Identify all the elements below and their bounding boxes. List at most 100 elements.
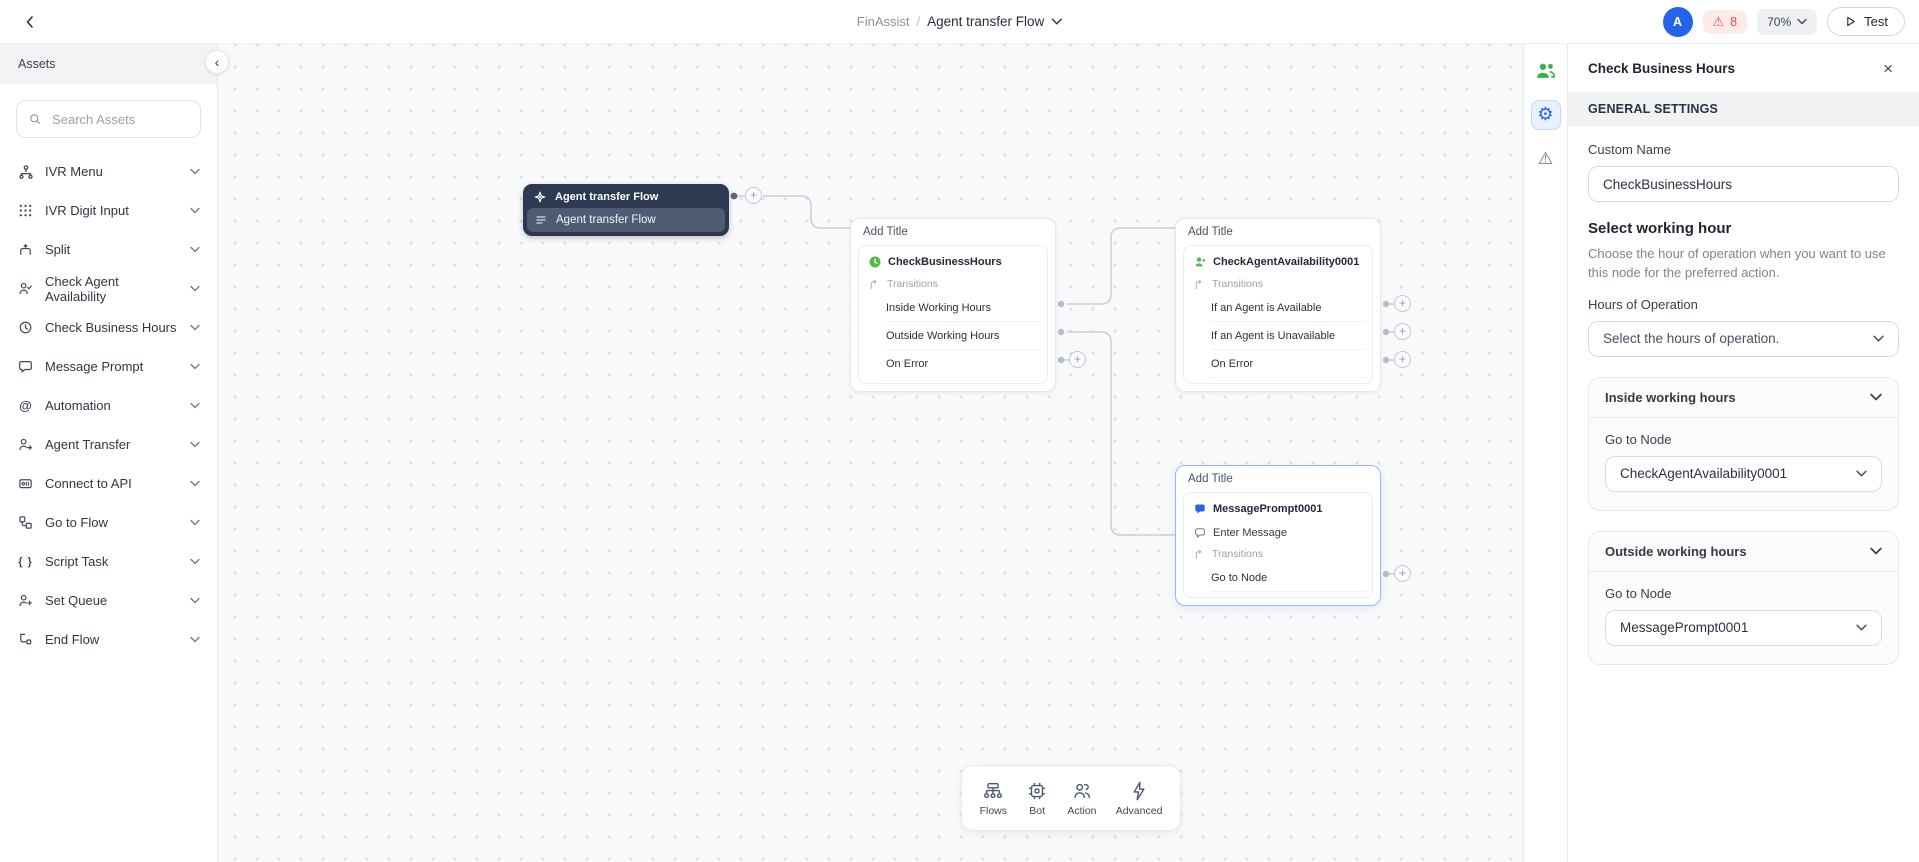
sidebar-item-message-prompt[interactable]: Message Prompt xyxy=(0,347,217,386)
settings-button[interactable]: ⚙ xyxy=(1530,100,1561,130)
api-icon xyxy=(17,476,34,491)
custom-name-label: Custom Name xyxy=(1588,142,1672,157)
sidebar-item-connect-to-api[interactable]: Connect to API xyxy=(0,464,217,503)
sidebar-item-label: IVR Digit Input xyxy=(45,203,129,218)
chevron-down-icon xyxy=(1870,547,1882,555)
transition-row[interactable]: On Error xyxy=(1184,350,1372,378)
toolbar-bot[interactable]: Bot xyxy=(1026,780,1048,817)
sidebar-item-ivr-menu[interactable]: IVR Menu xyxy=(0,152,217,191)
add-node-button[interactable]: + xyxy=(1394,323,1411,340)
start-node-flow-row[interactable]: Agent transfer Flow xyxy=(527,208,725,232)
accordion-header[interactable]: Inside working hours xyxy=(1589,378,1898,418)
sidebar-item-check-business-hours[interactable]: Check Business Hours xyxy=(0,308,217,347)
advanced-icon xyxy=(1133,781,1145,800)
warning-icon: ⚠ xyxy=(1712,14,1725,29)
toolbar-flows[interactable]: Flows xyxy=(980,780,1007,817)
sidebar-item-end-flow[interactable]: End Flow xyxy=(0,620,217,659)
add-node-button[interactable]: + xyxy=(1394,351,1411,368)
sidebar-item-label: Agent Transfer xyxy=(45,437,131,452)
sidebar-item-label: End Flow xyxy=(45,632,100,647)
node-name: CheckBusinessHours xyxy=(888,255,1002,268)
goto-node-select[interactable]: CheckAgentAvailability0001 xyxy=(1605,455,1882,492)
add-node-button[interactable]: + xyxy=(1069,351,1086,368)
sidebar-item-label: Split xyxy=(45,242,71,257)
collaborators-button[interactable] xyxy=(1531,56,1561,86)
enter-message-row[interactable]: Enter Message xyxy=(1184,521,1372,544)
toolbar-advanced[interactable]: Advanced xyxy=(1116,780,1162,817)
start-node-subtitle: Agent transfer Flow xyxy=(556,214,656,226)
sidebar-item-ivr-digit-input[interactable]: IVR Digit Input xyxy=(0,191,217,230)
settings-gear-icon: ⚙ xyxy=(1537,104,1554,125)
toolbar-label: Action xyxy=(1067,804,1097,817)
sidebar-item-check-agent-availability[interactable]: Check Agent Availability xyxy=(0,269,217,308)
sidebar-item-set-queue[interactable]: Set Queue xyxy=(0,581,217,620)
automation-icon: @ xyxy=(19,398,32,413)
settings-panel: Check Business Hours × GENERAL SETTINGS … xyxy=(1567,44,1919,862)
transitions-icon xyxy=(870,279,877,289)
asset-list: IVR Menu IVR Digit Input Split Check Age… xyxy=(0,152,217,659)
accordion-inside-working-hours: Inside working hours Go to Node CheckAge… xyxy=(1588,376,1899,511)
sidebar-item-script-task[interactable]: { } Script Task xyxy=(0,542,217,581)
goto-node-value: CheckAgentAvailability0001 xyxy=(1620,466,1788,482)
avatar[interactable]: A xyxy=(1662,6,1693,37)
back-button[interactable] xyxy=(16,8,44,36)
search-box[interactable] xyxy=(16,100,201,138)
transition-row[interactable]: Outside Working Hours xyxy=(859,322,1047,350)
sidebar-item-split[interactable]: Split xyxy=(0,230,217,269)
add-node-button[interactable]: + xyxy=(1394,565,1411,582)
warnings-badge[interactable]: ⚠ 8 xyxy=(1702,9,1748,34)
transitions-label: Transitions xyxy=(1212,548,1263,560)
sidebar-item-agent-transfer[interactable]: Agent Transfer xyxy=(0,425,217,464)
flows-icon xyxy=(984,782,1003,798)
accordion-header[interactable]: Outside working hours xyxy=(1589,532,1898,572)
transition-row[interactable]: Go to Node xyxy=(1184,564,1372,592)
warnings-button[interactable]: ⚠ xyxy=(1531,144,1561,174)
sidebar-collapse-button[interactable]: ‹ xyxy=(205,50,229,74)
sidebar-item-automation[interactable]: @ Automation xyxy=(0,386,217,425)
sidebar-item-label: Automation xyxy=(45,398,111,413)
connector-lines xyxy=(730,192,1395,578)
agent-check-icon xyxy=(17,281,34,296)
accordion-outside-working-hours: Outside working hours Go to Node Message… xyxy=(1588,530,1899,665)
clock-green-icon xyxy=(869,256,881,267)
start-node[interactable]: Agent transfer Flow Agent transfer Flow xyxy=(523,184,729,236)
assets-sidebar: Assets ‹ IVR Menu IVR Digit Input S xyxy=(0,44,229,862)
custom-name-input[interactable] xyxy=(1588,166,1899,202)
breadcrumb-flow-name: Agent transfer Flow xyxy=(927,14,1045,29)
zoom-control[interactable]: 70% xyxy=(1757,8,1818,35)
start-node-title: Agent transfer Flow xyxy=(555,191,659,203)
breadcrumb-separator: / xyxy=(916,14,921,29)
goto-node-label: Go to Node xyxy=(1605,585,1672,601)
toolbar-action[interactable]: Action xyxy=(1067,780,1097,817)
close-panel-button[interactable]: × xyxy=(1877,59,1899,78)
chevron-down-icon xyxy=(190,363,200,370)
transition-row[interactable]: On Error xyxy=(859,350,1047,378)
chevron-down-icon xyxy=(1051,18,1062,25)
chevron-down-icon xyxy=(190,324,200,331)
test-button[interactable]: Test xyxy=(1827,7,1905,36)
set-queue-icon xyxy=(17,593,34,608)
hours-of-operation-select[interactable]: Select the hours of operation. xyxy=(1588,320,1899,357)
enter-message-label: Enter Message xyxy=(1213,526,1287,539)
chevron-down-icon xyxy=(190,636,200,643)
sidebar-item-go-to-flow[interactable]: Go to Flow xyxy=(0,503,217,542)
canvas-toolbar: Flows Bot Action xyxy=(961,765,1181,831)
flow-canvas[interactable]: Agent transfer Flow Agent transfer Flow … xyxy=(218,44,1523,862)
sidebar-item-label: Script Task xyxy=(45,554,109,569)
goto-node-value: MessagePrompt0001 xyxy=(1620,620,1749,636)
add-node-button[interactable]: + xyxy=(745,187,762,204)
node-card-check-agent-availability[interactable]: Add Title CheckAgentAvailability0001 Tra… xyxy=(1175,218,1381,392)
goto-node-select[interactable]: MessagePrompt0001 xyxy=(1605,609,1882,646)
node-card-message-prompt[interactable]: Add Title MessagePrompt0001 Enter Messag… xyxy=(1175,465,1381,606)
breadcrumb[interactable]: FinAssist / Agent transfer Flow xyxy=(857,14,1062,29)
add-node-button[interactable]: + xyxy=(1394,295,1411,312)
transition-row[interactable]: Inside Working Hours xyxy=(859,294,1047,322)
node-card-check-business-hours[interactable]: Add Title CheckBusinessHours Transitions… xyxy=(850,218,1056,392)
goto-node-label: Go to Node xyxy=(1605,431,1672,447)
script-icon: { } xyxy=(18,555,33,568)
transition-row[interactable]: If an Agent is Available xyxy=(1184,294,1372,322)
search-input[interactable] xyxy=(50,110,188,128)
transition-row[interactable]: If an Agent is Unavailable xyxy=(1184,322,1372,350)
node-name: CheckAgentAvailability0001 xyxy=(1213,255,1360,268)
zoom-level: 70% xyxy=(1767,14,1792,29)
